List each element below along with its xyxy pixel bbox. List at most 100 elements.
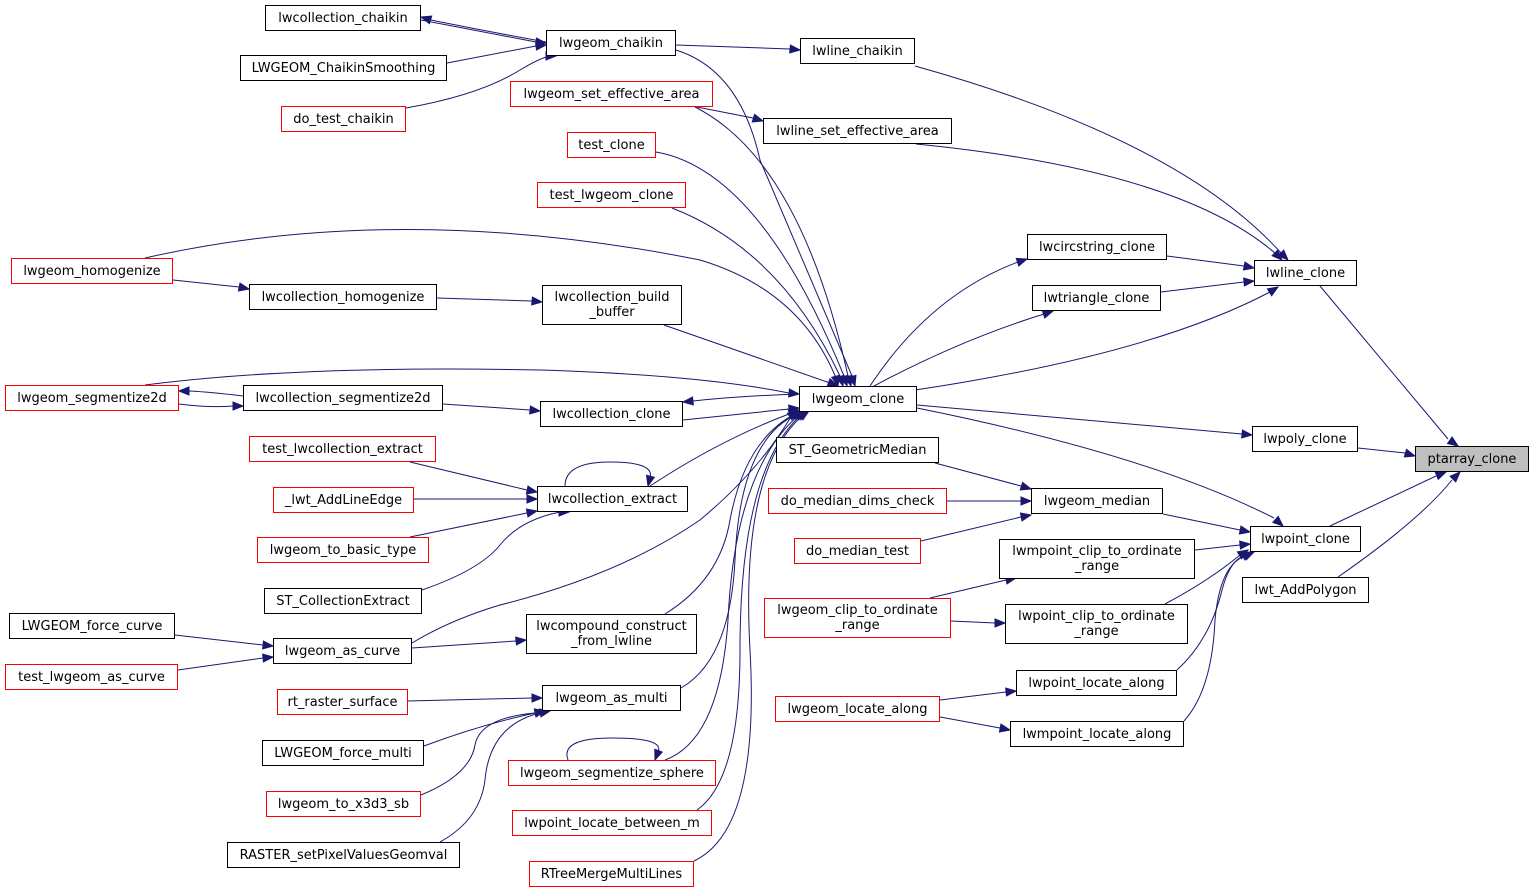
edge-ST_GeometricMedian->lwgeom_median xyxy=(934,462,1033,491)
node-do_median_test[interactable]: do_median_test xyxy=(794,538,921,564)
edge-lwgeom_locate_along->lwmpoint_locate_along xyxy=(939,716,1012,733)
edge-lwline_chaikin->lwline_clone xyxy=(914,65,1289,261)
node-lwgeom_segmentize_sphere[interactable]: lwgeom_segmentize_sphere xyxy=(508,760,716,786)
edge-lwcollection_homogenize->lwcollection_build_buffer xyxy=(436,296,544,306)
edge-lwcollection_extract->lwcollection_extract xyxy=(564,461,656,488)
edge-lwgeom_homogenize->lwgeom_clone xyxy=(144,229,841,388)
edge-lwgeom_clone->lwpoint_clone xyxy=(916,407,1285,527)
edge-lwgeom_to_basic_type->lwcollection_extract xyxy=(409,508,539,538)
node-test_clone[interactable]: test_clone xyxy=(567,132,656,158)
node-lwpoint_clip_to_ordinate_range[interactable]: lwpoint_clip_to_ordinate _range xyxy=(1005,604,1188,644)
node-rt_raster_surface[interactable]: rt_raster_surface xyxy=(277,689,408,715)
node-lwcollection_segmentize2d[interactable]: lwcollection_segmentize2d xyxy=(243,385,443,411)
node-lwgeom_to_x3d3_sb[interactable]: lwgeom_to_x3d3_sb xyxy=(266,791,421,817)
edge-lwgeom_chaikin->lwcollection_chaikin xyxy=(419,15,547,43)
node-ST_GeometricMedian[interactable]: ST_GeometricMedian xyxy=(776,437,939,463)
node-lwmpoint_locate_along[interactable]: lwmpoint_locate_along xyxy=(1010,721,1184,747)
edge-lwmpoint_locate_along->lwpoint_clone xyxy=(1183,551,1256,722)
node-test_lwcollection_extract[interactable]: test_lwcollection_extract xyxy=(249,436,436,462)
node-lwtriangle_clone[interactable]: lwtriangle_clone xyxy=(1032,285,1161,311)
edge-LWGEOM_ChaikinSmoothing->lwgeom_chaikin xyxy=(446,41,548,64)
node-lwgeom_median[interactable]: lwgeom_median xyxy=(1031,488,1163,514)
edge-rt_raster_surface->lwgeom_as_multi xyxy=(407,693,544,703)
edge-lwgeom_clone->lwcollection_clone xyxy=(681,393,800,406)
edge-lwline_set_effective_area->lwline_clone xyxy=(915,143,1283,261)
edge-LWGEOM_force_multi->lwgeom_as_multi xyxy=(423,708,547,747)
edge-_lwt_AddLineEdge->lwcollection_extract xyxy=(414,494,539,504)
edge-lwgeom_clone->lwpoly_clone xyxy=(916,404,1254,439)
node-test_lwgeom_as_curve[interactable]: test_lwgeom_as_curve xyxy=(5,664,178,690)
node-lwcompound_construct_from_lwline[interactable]: lwcompound_construct _from_lwline xyxy=(526,614,697,654)
edge-test_lwcollection_extract->lwcollection_extract xyxy=(409,461,539,495)
node-lwline_set_effective_area[interactable]: lwline_set_effective_area xyxy=(763,118,952,144)
node-lwgeom_segmentize2d[interactable]: lwgeom_segmentize2d xyxy=(5,385,179,411)
node-do_median_dims_check[interactable]: do_median_dims_check xyxy=(768,488,947,514)
edge-lwgeom_segmentize2d->lwcollection_segmentize2d xyxy=(178,401,245,411)
edge-lwcollection_segmentize2d->lwcollection_clone xyxy=(442,403,542,415)
edge-lwgeom_clip_to_ordinate_range->lwmpoint_clip_to_ordinate_range xyxy=(929,575,1018,599)
node-lwcollection_build_buffer[interactable]: lwcollection_build _buffer xyxy=(542,285,682,325)
edge-lwtriangle_clone->lwline_clone xyxy=(1160,277,1256,293)
edge-lwcollection_segmentize2d->lwgeom_segmentize2d xyxy=(177,386,244,397)
edge-lwgeom_as_curve->lwcompound_construct_from_lwline xyxy=(411,636,528,649)
edge-lwgeom_chaikin->lwline_chaikin xyxy=(675,44,802,54)
node-lwgeom_clone[interactable]: lwgeom_clone xyxy=(799,386,917,412)
node-ptarray_clone[interactable]: ptarray_clone xyxy=(1415,446,1529,472)
node-lwline_clone[interactable]: lwline_clone xyxy=(1254,260,1357,286)
node-RASTER_setPixelValuesGeomval[interactable]: RASTER_setPixelValuesGeomval xyxy=(227,842,460,868)
node-lwcollection_homogenize[interactable]: lwcollection_homogenize xyxy=(249,284,437,310)
node-ST_CollectionExtract[interactable]: ST_CollectionExtract xyxy=(264,588,422,614)
node-_lwt_AddLineEdge[interactable]: _lwt_AddLineEdge xyxy=(273,487,414,513)
edge-lwpoly_clone->ptarray_clone xyxy=(1357,447,1417,458)
edge-do_median_test->lwgeom_median xyxy=(920,512,1033,542)
edge-test_lwgeom_as_curve->lwgeom_as_curve xyxy=(177,653,275,671)
edge-lwgeom_clip_to_ordinate_range->lwpoint_clip_to_ordinate_range xyxy=(950,618,1007,628)
edge-lwline_clone->ptarray_clone xyxy=(1319,285,1460,447)
node-lwpoint_locate_along[interactable]: lwpoint_locate_along xyxy=(1016,670,1177,696)
node-lwgeom_to_basic_type[interactable]: lwgeom_to_basic_type xyxy=(257,537,429,563)
node-lwgeom_locate_along[interactable]: lwgeom_locate_along xyxy=(775,696,940,722)
edge-lwgeom_clone->lwcircstring_clone xyxy=(869,257,1029,387)
edge-lwpoint_clone->ptarray_clone xyxy=(1329,471,1448,527)
node-lwgeom_as_curve[interactable]: lwgeom_as_curve xyxy=(273,638,412,664)
node-do_test_chaikin[interactable]: do_test_chaikin xyxy=(281,106,406,132)
edge-LWGEOM_force_curve->lwgeom_as_curve xyxy=(174,634,275,650)
node-LWGEOM_force_multi[interactable]: LWGEOM_force_multi xyxy=(262,740,424,766)
node-lwpoint_locate_between_m[interactable]: lwpoint_locate_between_m xyxy=(512,810,712,836)
edge-lwgeom_set_effective_area->lwline_set_effective_area xyxy=(696,106,765,123)
edge-lwgeom_segmentize2d->lwgeom_clone xyxy=(144,368,801,398)
node-LWGEOM_force_curve[interactable]: LWGEOM_force_curve xyxy=(9,613,175,639)
edge-lwcircstring_clone->lwline_clone xyxy=(1166,255,1256,271)
edge-lwgeom_homogenize->lwcollection_homogenize xyxy=(172,279,251,292)
node-lwpoint_clone[interactable]: lwpoint_clone xyxy=(1250,526,1361,552)
node-LWGEOM_ChaikinSmoothing[interactable]: LWGEOM_ChaikinSmoothing xyxy=(240,55,447,81)
edge-lwmpoint_clip_to_ordinate_range->lwpoint_clone xyxy=(1194,540,1252,551)
node-lwgeom_clip_to_ordinate_range[interactable]: lwgeom_clip_to_ordinate _range xyxy=(764,598,951,638)
edge-RTreeMergeMultiLines->lwgeom_clone xyxy=(693,410,811,862)
edge-lwgeom_clone->lwtriangle_clone xyxy=(873,309,1055,387)
edge-lwt_AddPolygon->ptarray_clone xyxy=(1337,471,1461,578)
node-lwpoly_clone[interactable]: lwpoly_clone xyxy=(1252,426,1358,452)
node-lwgeom_set_effective_area[interactable]: lwgeom_set_effective_area xyxy=(510,81,713,107)
node-lwcollection_chaikin[interactable]: lwcollection_chaikin xyxy=(265,5,421,31)
node-lwmpoint_clip_to_ordinate_range[interactable]: lwmpoint_clip_to_ordinate _range xyxy=(999,539,1195,579)
edge-ST_CollectionExtract->lwcollection_extract xyxy=(421,507,571,591)
node-RTreeMergeMultiLines[interactable]: RTreeMergeMultiLines xyxy=(529,861,694,887)
node-lwgeom_chaikin[interactable]: lwgeom_chaikin xyxy=(546,30,676,56)
edge-lwgeom_locate_along->lwpoint_locate_along xyxy=(939,687,1018,701)
edge-lwcollection_clone->lwgeom_clone xyxy=(682,404,801,421)
node-lwcollection_extract[interactable]: lwcollection_extract xyxy=(537,486,688,512)
node-lwgeom_as_multi[interactable]: lwgeom_as_multi xyxy=(542,685,681,711)
node-lwline_chaikin[interactable]: lwline_chaikin xyxy=(800,38,915,64)
node-lwcollection_clone[interactable]: lwcollection_clone xyxy=(540,401,683,427)
edge-lwgeom_median->lwpoint_clone xyxy=(1162,513,1252,535)
node-lwt_AddPolygon[interactable]: lwt_AddPolygon xyxy=(1242,577,1369,603)
node-test_lwgeom_clone[interactable]: test_lwgeom_clone xyxy=(537,182,686,208)
node-lwcircstring_clone[interactable]: lwcircstring_clone xyxy=(1027,234,1167,260)
edge-lwgeom_clone->lwline_clone xyxy=(914,286,1280,391)
node-lwgeom_homogenize[interactable]: lwgeom_homogenize xyxy=(11,258,173,284)
edge-do_median_dims_check->lwgeom_median xyxy=(947,496,1033,506)
edge-lwgeom_segmentize_sphere->lwgeom_segmentize_sphere xyxy=(566,737,664,762)
